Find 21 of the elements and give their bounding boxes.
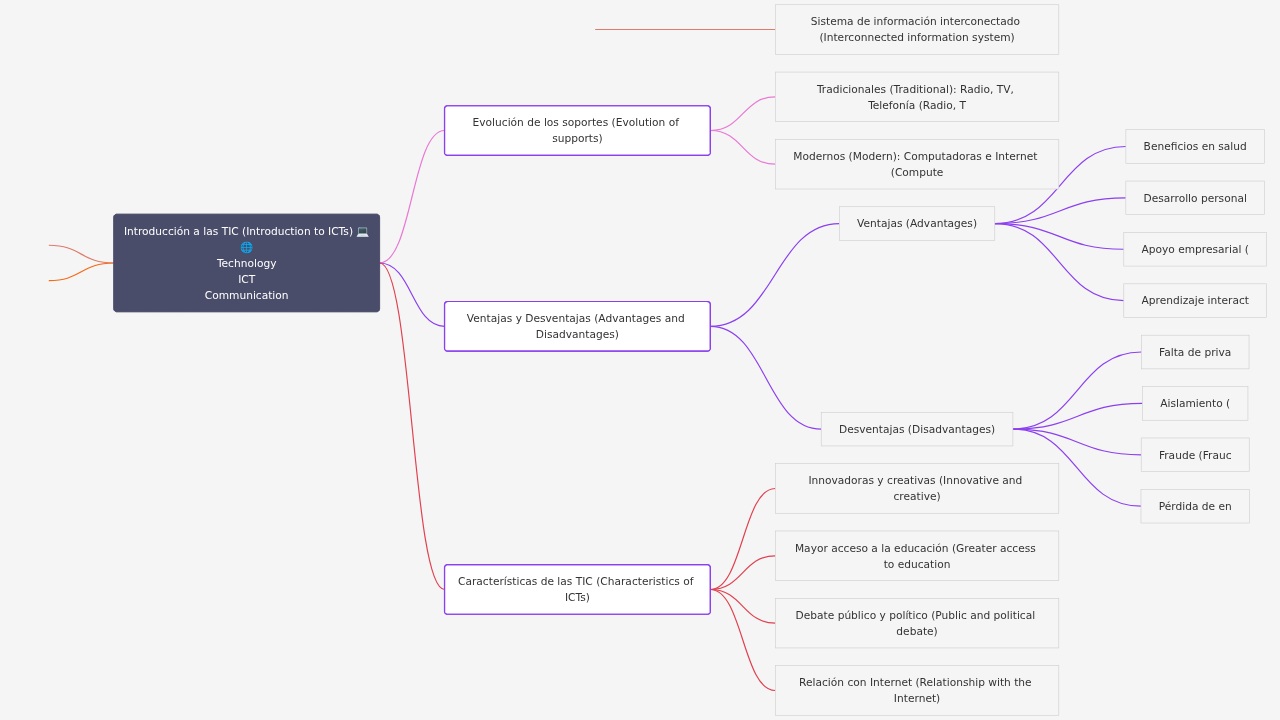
node-box: Mayor acceso a la educación (Greater access to education: [775, 530, 1060, 581]
connector-line: [994, 222, 1125, 302]
node-box: Beneficios en salud: [1125, 129, 1265, 164]
node-box: Aislamiento (: [1142, 386, 1249, 421]
node-box: Desarrollo personal: [1125, 180, 1265, 215]
connector-line: [48, 262, 115, 282]
node-box: Debate público y político (Public and political debate): [775, 598, 1060, 649]
connector-line: [1012, 428, 1142, 507]
node-box: Fraude (Frauc: [1140, 437, 1250, 472]
node-box: Falta de priva: [1141, 334, 1250, 370]
node-box: Innovadoras y creativas (Innovative and creative): [775, 463, 1060, 514]
connector-line: [594, 28, 776, 31]
node-box: Pérdida de en: [1140, 489, 1250, 524]
node-box: Sistema de información interconectado (Interconnected information system): [775, 4, 1060, 55]
node-box: Apoyo empresarial (: [1123, 232, 1267, 267]
node-box: Aprendizaje interact: [1123, 283, 1267, 318]
node-box: Modernos (Modern): Computadoras e Internet (Compute: [775, 139, 1060, 190]
node-box: Tradicionales (Traditional): Radio, TV, Telefonía (Radio, T: [775, 71, 1060, 122]
node-box: Relación con Internet (Relationship with the Internet): [775, 665, 1060, 716]
node-box: Desventajas (Disadvantages): [820, 411, 1014, 447]
node-box: Ventajas (Advantages): [839, 206, 996, 241]
